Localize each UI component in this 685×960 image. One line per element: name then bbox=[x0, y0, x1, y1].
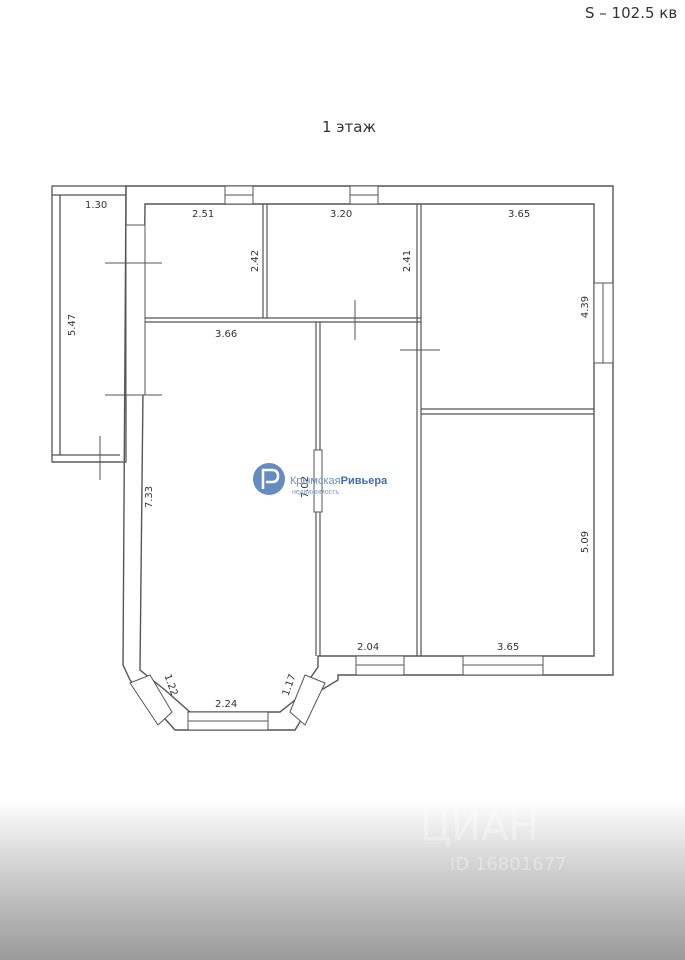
dim-room4-depth: 5.09 bbox=[580, 531, 591, 553]
dim-hall-width: 2.04 bbox=[357, 642, 379, 653]
watermark-brand: ЦИАН bbox=[420, 804, 538, 850]
dim-room2-depth: 2.41 bbox=[402, 250, 413, 272]
dim-bay-center: 2.24 bbox=[215, 699, 237, 710]
logo-tagline: недвижимость bbox=[292, 489, 339, 496]
watermark-id: ID 16801677 bbox=[450, 854, 567, 875]
dim-living-width: 3.66 bbox=[215, 329, 237, 340]
svg-text:КрымскаяРивьера: КрымскаяРивьера bbox=[290, 475, 388, 487]
area-label: S – 102.5 кв bbox=[585, 4, 677, 22]
logo-name-part2: Ривьера bbox=[341, 475, 388, 487]
dim-room3-depth: 4.39 bbox=[580, 296, 591, 318]
agency-logo: КрымскаяРивьера недвижимость bbox=[253, 463, 388, 496]
floor-title: 1 этаж bbox=[322, 118, 376, 136]
dim-room1-width: 2.51 bbox=[192, 209, 214, 220]
windows bbox=[125, 185, 614, 731]
logo-name-part1: Крымская bbox=[290, 475, 341, 487]
dim-room1-depth: 2.42 bbox=[250, 250, 261, 272]
dim-room4-width: 3.65 bbox=[497, 642, 519, 653]
dim-terrace-width: 1.30 bbox=[85, 200, 107, 211]
dim-living-depth: 7.33 bbox=[144, 486, 155, 508]
dim-room3-width: 3.65 bbox=[508, 209, 530, 220]
dim-room2-width: 3.20 bbox=[330, 209, 352, 220]
dim-terrace-length: 5.47 bbox=[67, 314, 78, 336]
door-marks bbox=[99, 262, 440, 513]
dim-hall-depth: 7.02 bbox=[300, 476, 311, 498]
